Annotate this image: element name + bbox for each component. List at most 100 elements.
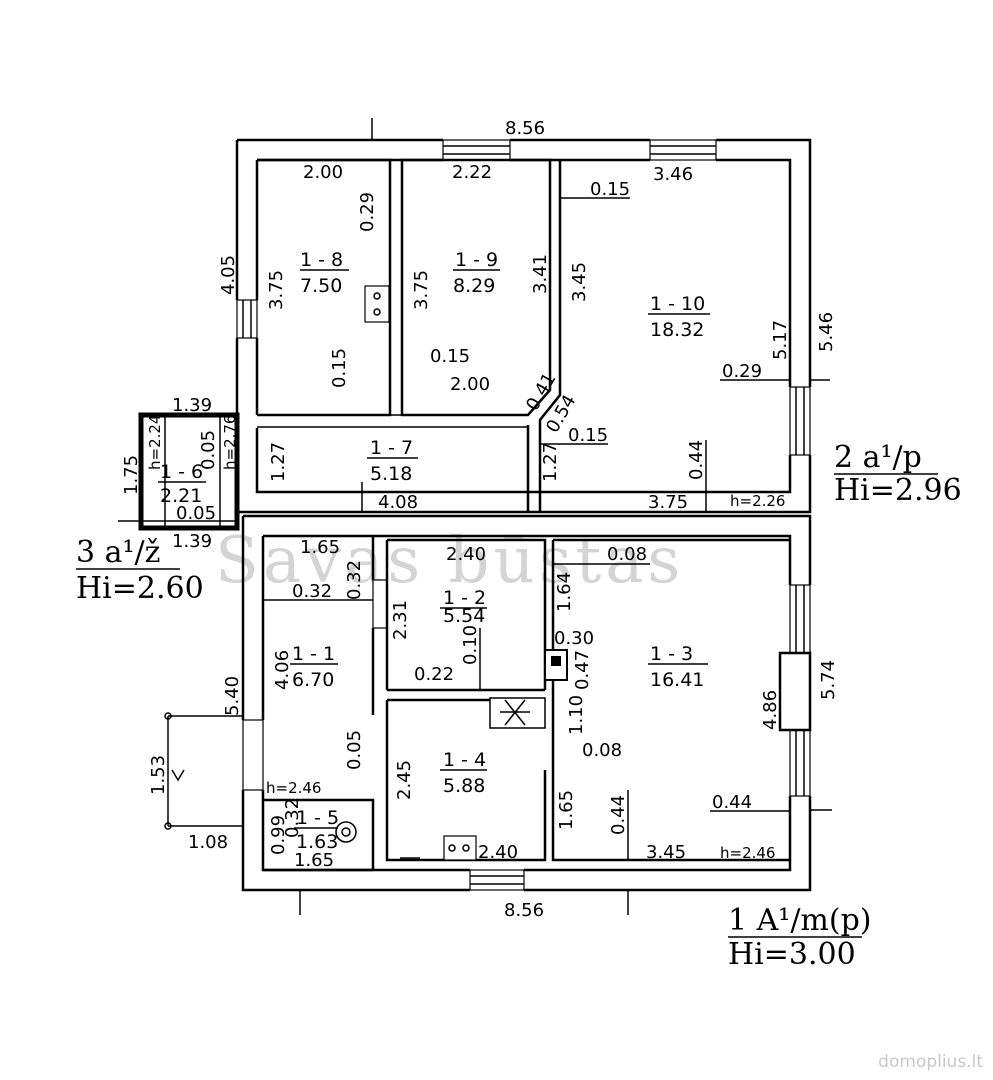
room-1-9-area: 8.29: [453, 275, 495, 297]
outlet-icon: [364, 285, 390, 323]
upper-floor-height: Hi=2.96: [834, 473, 962, 508]
porch: [167, 715, 243, 827]
room-1-4-id: 1 - 4: [443, 749, 486, 771]
window: [469, 869, 525, 891]
room-1-8-width: 2.00: [303, 162, 343, 183]
upper-right-height-dim: 5.46: [816, 312, 837, 352]
room-1-7-id: 1 - 7: [370, 437, 413, 459]
attic-room-area: 2.21: [160, 485, 202, 507]
room-1-1-area: 6.70: [292, 669, 334, 691]
room-1-1-id: 1 - 1: [292, 643, 335, 665]
upper-inner-wall: [255, 158, 792, 494]
attic-room-id: 1 - 6: [160, 461, 203, 483]
upper-floor-label: 2 a¹/p: [834, 440, 922, 475]
room-1-1-width: 1.65: [300, 537, 340, 558]
room-1-9-width: 2.22: [452, 162, 492, 183]
room-1-4-area: 5.88: [443, 775, 485, 797]
room-1-1-ceiling-height: h=2.46: [266, 779, 321, 797]
room-1-4-height: 2.45: [394, 760, 415, 800]
room-1-3-area: 16.41: [650, 669, 704, 691]
attic-ceiling-h1: h=2.24: [146, 415, 164, 470]
porch-width-dim: 1.08: [188, 832, 228, 853]
room-1-2-dim-a: 0.10: [460, 625, 481, 665]
window: [649, 139, 717, 161]
room-1-1-dim-a: 0.32: [292, 581, 332, 602]
upper-left-height-dim: 4.05: [218, 255, 239, 295]
room-1-5-height: 0.99: [268, 815, 289, 855]
attic-dim-a: 0.05: [198, 430, 219, 470]
room-1-8-dim-a: 0.29: [357, 192, 378, 232]
room-1-9-id: 1 - 9: [455, 249, 498, 271]
attic-dim-b: 0.05: [176, 503, 216, 524]
room-1-3-dim-b: 0.47: [572, 650, 593, 690]
ground-floor: 1.53 1.08 8.56 5.40 5.74 4.86 1.65 4.06 …: [148, 514, 871, 972]
room-1-2-dim-c: 1.64: [554, 572, 575, 612]
room-1-9-dim-b: 0.15: [430, 346, 470, 367]
room-1-3-ceiling-height: h=2.46: [720, 844, 775, 862]
room-1-3-id: 1 - 3: [650, 643, 693, 665]
ground-outer-wall: [241, 514, 812, 892]
ground-floor-height: Hi=3.00: [728, 937, 856, 972]
room-1-9-height: 3.75: [411, 270, 432, 310]
window: [442, 139, 511, 161]
attic-ceiling-h2: h=2.76: [221, 415, 239, 470]
room-1-2-dim-b: 0.22: [414, 664, 454, 685]
room-1-10-width: 3.46: [653, 164, 693, 185]
ground-bottom-total-dim: 8.56: [504, 900, 544, 921]
room-1-3-dim-d: 0.08: [582, 740, 622, 761]
room-1-2-height: 2.31: [390, 600, 411, 640]
upper-top-total-dim: 8.56: [505, 118, 545, 139]
attic-height: Hi=2.60: [76, 571, 204, 606]
room-1-2-area: 5.54: [443, 605, 485, 627]
toilet-icon: [335, 821, 357, 843]
room-1-7-dim-a: 1.27: [540, 442, 561, 482]
window: [789, 386, 811, 456]
attic-left-dim: 1.75: [121, 455, 142, 495]
room-1-2-width: 2.40: [446, 544, 486, 565]
room-1-5-area: 1.63: [296, 831, 338, 853]
room-wall: [538, 160, 562, 512]
upper-right-inner-dim: 5.17: [770, 320, 791, 360]
stove-icon: [489, 697, 546, 729]
room-1-1-dim-b: 0.32: [344, 560, 365, 600]
room-1-7-dim-b: 0.15: [568, 425, 608, 446]
room-1-10-dim-c: 0.44: [686, 440, 707, 480]
ground-right-height-dim: 5.74: [818, 660, 839, 700]
room-1-5-width: 1.65: [294, 850, 334, 871]
room-1-10-ceiling-height: h=2.26: [730, 492, 785, 510]
window: [789, 584, 811, 654]
room-1-3-dim-g: 3.45: [646, 842, 686, 863]
room-1-10-dim-a: 0.15: [590, 179, 630, 200]
room-1-9-dim-c: 2.00: [450, 374, 490, 395]
room-1-3-width: 0.08: [607, 544, 647, 565]
room-1-3-dim-c: 1.10: [566, 695, 587, 735]
room-1-10-height: 3.45: [569, 262, 590, 302]
room-1-3-dim-f: 0.44: [712, 792, 752, 813]
room-1-8-area: 7.50: [300, 275, 342, 297]
room-1-8-height: 3.75: [266, 270, 287, 310]
attic-bottom-dim: 1.39: [172, 531, 212, 552]
room-1-10-dim-d: 3.75: [648, 492, 688, 513]
room-1-5-id: 1 - 5: [296, 807, 339, 829]
room-1-8-dim-b: 0.15: [329, 348, 350, 388]
room-1-7-area: 5.18: [370, 463, 412, 485]
upper-floor: 8.56 4.05 5.46 5.17 2.00 3.75 0.29 0.15 …: [218, 118, 962, 514]
window: [372, 579, 388, 629]
room-1-2-id: 1 - 2: [443, 587, 486, 609]
bathroom-walls: [263, 798, 375, 872]
attic-label: 3 a¹/ž: [76, 535, 160, 570]
room-1-1-height: 4.06: [272, 650, 293, 690]
attic-room: 1.39 1.39 1.75 h=2.24 h=2.76 0.05 0.05 1…: [76, 395, 240, 606]
source-credit: domoplius.lt: [878, 1052, 983, 1072]
ground-right-inner-dim: 4.86: [760, 690, 781, 730]
door: [242, 719, 264, 791]
room-1-1-dim-c: 0.05: [344, 730, 365, 770]
attic-top-dim: 1.39: [172, 395, 212, 416]
room-1-10-dim-b: 0.29: [722, 361, 762, 382]
porch-height-dim: 1.53: [148, 755, 169, 795]
room-wall: [400, 158, 552, 417]
room-1-4-dim-a: 1.65: [556, 790, 577, 830]
room-1-9-dim-a: 3.41: [530, 254, 551, 294]
room-1-10-area: 18.32: [650, 319, 704, 341]
